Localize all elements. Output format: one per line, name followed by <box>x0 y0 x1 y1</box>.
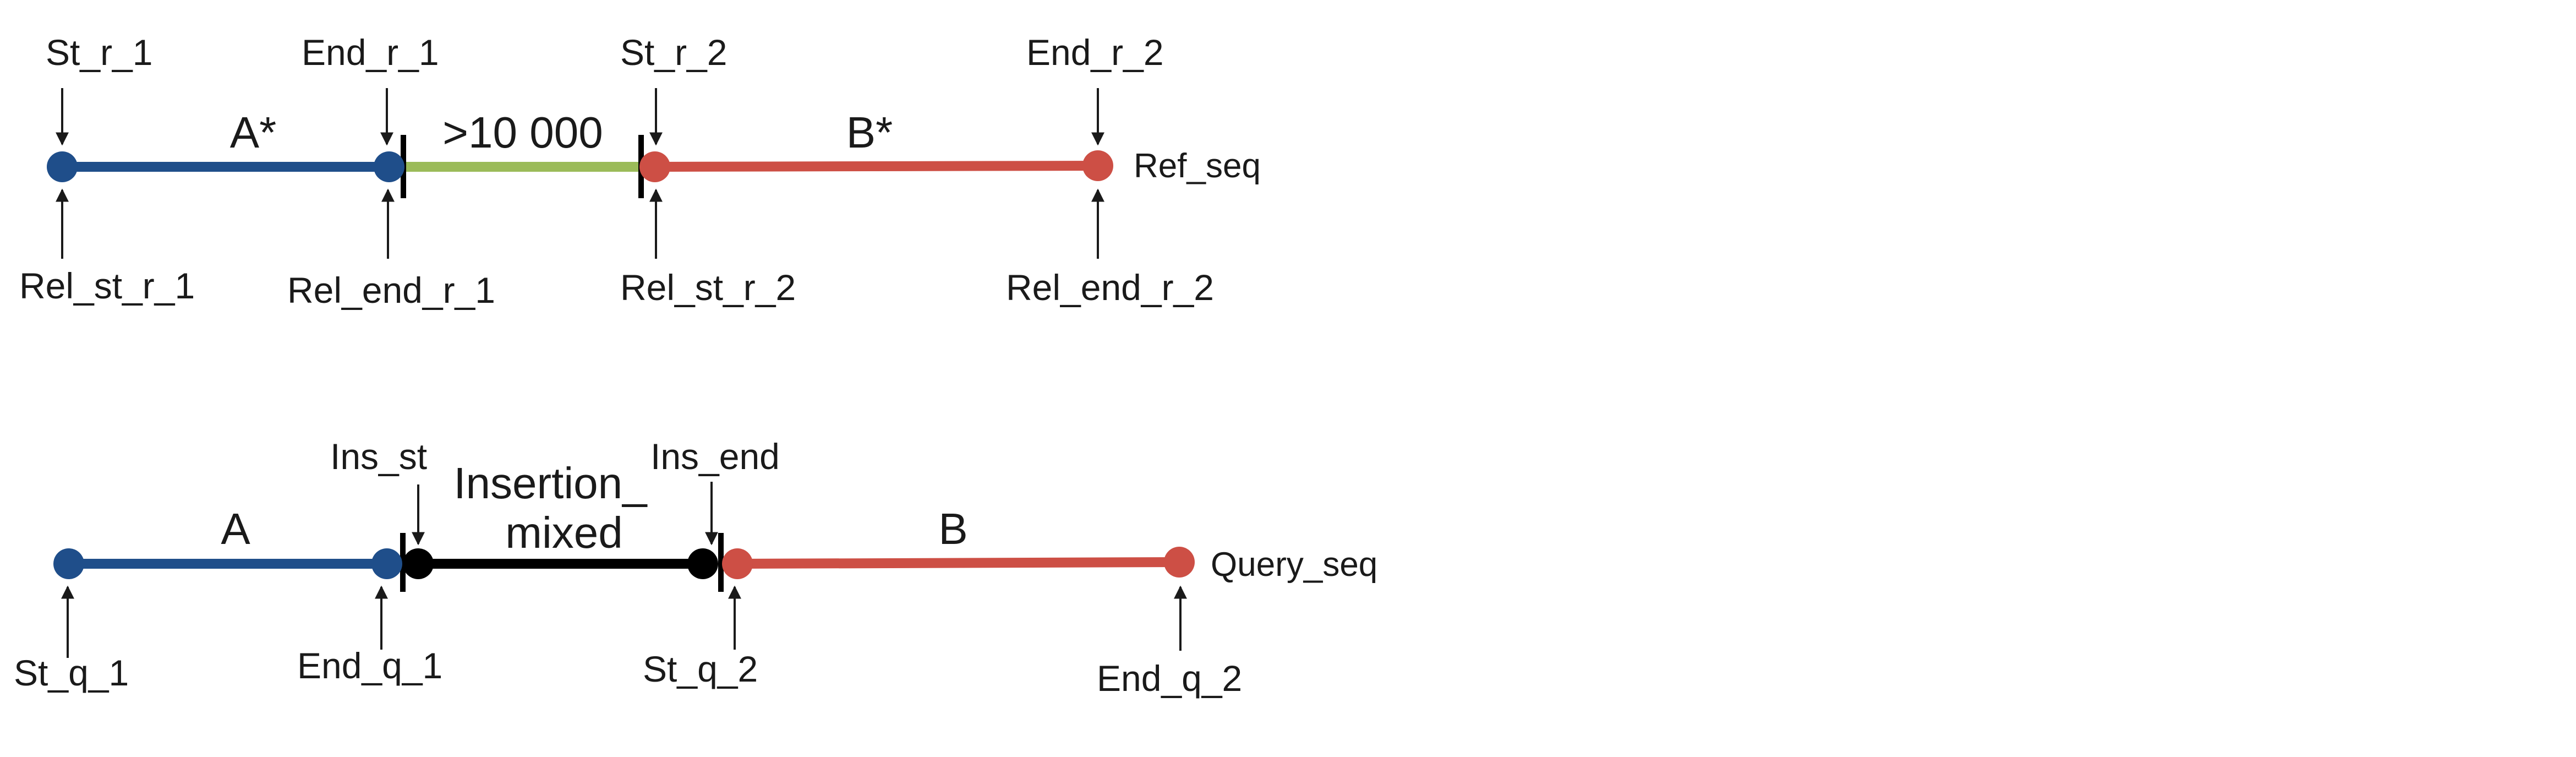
ref-segment-a-label: A* <box>230 108 277 157</box>
label-end-q-2: End_q_2 <box>1097 658 1242 699</box>
label-st-r-2: St_r_2 <box>620 32 727 73</box>
label-end-r-1: End_r_1 <box>302 32 439 73</box>
query-segment-b-label: B <box>938 504 967 553</box>
query-sequence: A Insertion_ mixed B Query_seq Ins_st In… <box>14 436 1377 699</box>
label-ins-end: Ins_end <box>650 436 780 477</box>
query-segment-a-label: A <box>221 504 250 553</box>
label-rel-end-r-1: Rel_end_r_1 <box>287 270 495 311</box>
query-point-end-q-2 <box>1164 547 1195 578</box>
ref-gap-label: >10 000 <box>442 108 603 157</box>
label-end-q-1: End_q_1 <box>297 645 442 686</box>
query-insertion-label-line2: mixed <box>505 508 622 557</box>
query-point-st-q-1 <box>53 548 84 579</box>
query-point-ins-end <box>687 548 718 579</box>
ref-point-end-r-1 <box>374 151 404 182</box>
label-st-q-2: St_q_2 <box>643 649 758 689</box>
ref-sequence-label: Ref_seq <box>1134 147 1261 185</box>
label-end-r-2: End_r_2 <box>1026 32 1164 73</box>
label-ins-st: Ins_st <box>330 436 427 477</box>
ref-point-st-r-1 <box>47 151 78 182</box>
label-rel-st-r-2: Rel_st_r_2 <box>620 267 796 308</box>
ref-segment-b-label: B* <box>846 108 893 157</box>
query-point-ins-st <box>403 548 434 579</box>
query-point-end-q-1 <box>371 548 402 579</box>
query-sequence-label: Query_seq <box>1211 546 1377 584</box>
query-segment-b-line <box>732 557 1184 569</box>
label-st-q-1: St_q_1 <box>14 652 129 693</box>
reference-sequence: A* >10 000 B* Ref_seq St_r_1 End_r_1 St_… <box>19 32 1261 311</box>
ref-segment-b-line <box>648 161 1103 172</box>
query-point-st-q-2 <box>722 548 753 579</box>
label-st-r-1: St_r_1 <box>46 32 152 73</box>
label-rel-st-r-1: Rel_st_r_1 <box>19 265 195 306</box>
ref-point-st-r-2 <box>639 151 670 182</box>
query-insertion-label-line1: Insertion_ <box>453 459 648 508</box>
label-rel-end-r-2: Rel_end_r_2 <box>1006 267 1214 308</box>
ref-point-end-r-2 <box>1082 150 1113 181</box>
